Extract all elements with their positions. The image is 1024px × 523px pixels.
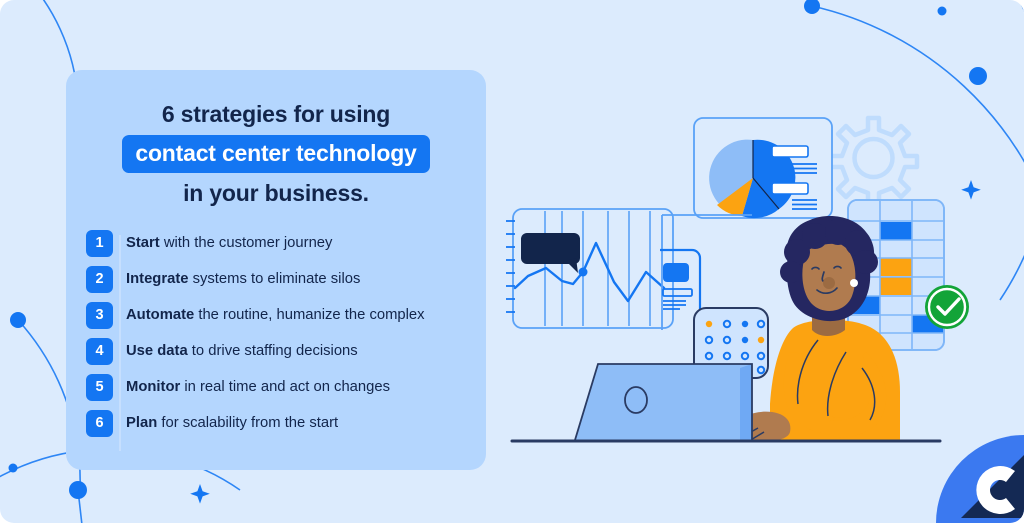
pie-chart-panel: [693, 117, 833, 219]
list-bold-5: Monitor: [126, 379, 181, 395]
page-title: 6 strategies for using contact center te…: [66, 96, 486, 211]
brand-logo-letter: [976, 466, 1015, 514]
list-bold-3: Automate: [126, 307, 195, 323]
list-badge-1: 1: [86, 229, 113, 257]
laptop-logo-icon: [624, 386, 648, 414]
decor-arc-topright: [811, 5, 1024, 163]
decor-line-bottom: [77, 489, 83, 523]
decor-nodes: [8, 0, 987, 499]
list-text-2: Integrate systems to eliminate silos: [126, 270, 360, 288]
line-chart-tooltip: [521, 233, 580, 273]
headline-line-1: 6 strategies for using: [161, 101, 391, 127]
headline-highlight: contact center technology: [122, 135, 430, 173]
illustration-scene: [506, 115, 1024, 523]
dot-matrix-panel: [660, 248, 769, 379]
line-chart-marker: [578, 267, 588, 277]
pie-legend: [771, 145, 817, 210]
list-connector-line: [119, 235, 121, 451]
laptop-edge: [740, 364, 752, 440]
list-bold-2: Integrate: [126, 271, 189, 287]
decor-sparkles: [190, 180, 981, 504]
grid-highlight-cells: [848, 222, 944, 333]
list-rest-1: with the customer journey: [159, 235, 333, 251]
strategy-card: 6 strategies for using contact center te…: [66, 70, 486, 470]
line-chart-axis-ticks: [506, 220, 515, 313]
list-rest-6: for scalability from the start: [157, 415, 339, 431]
gear-icon: [827, 115, 920, 208]
laptop: [574, 363, 753, 441]
list-item: 4 Use data to drive staffing decisions: [86, 333, 486, 369]
line-chart-panel: [506, 208, 752, 330]
list-badge-2: 2: [86, 265, 113, 293]
brand-logo: [936, 435, 1024, 523]
list-badge-4: 4: [86, 337, 113, 365]
list-rest-2: systems to eliminate silos: [188, 271, 361, 287]
list-badge-3: 3: [86, 301, 113, 329]
check-circle-icon: [925, 285, 969, 329]
list-rest-4: to drive staffing decisions: [187, 343, 358, 359]
person-earring: [850, 279, 858, 287]
list-text-1: Start with the customer journey: [126, 234, 332, 252]
list-text-6: Plan for scalability from the start: [126, 414, 338, 432]
list-rest-3: the routine, humanize the complex: [194, 307, 425, 323]
list-badge-6: 6: [86, 409, 113, 437]
headline-line-2: in your business.: [183, 180, 369, 206]
list-item: 5 Monitor in real time and act on change…: [86, 369, 486, 405]
person-sleeve-lines: [796, 339, 876, 421]
list-text-3: Automate the routine, humanize the compl…: [126, 306, 425, 324]
laptop-lid: [575, 364, 752, 440]
person-illustration: [728, 216, 900, 442]
person-cheek: [823, 277, 835, 289]
list-text-4: Use data to drive staffing decisions: [126, 342, 358, 360]
list-rest-5: in real time and act on changes: [180, 379, 391, 395]
list-text-5: Monitor in real time and act on changes: [126, 378, 390, 396]
list-bold-4: Use data: [126, 343, 188, 359]
list-bold-1: Start: [126, 235, 160, 251]
panel-side-card: [661, 214, 752, 330]
list-badge-5: 5: [86, 373, 113, 401]
list-item: 6 Plan for scalability from the start: [86, 405, 486, 441]
person-arm-left: [783, 352, 844, 435]
list-item: 1 Start with the customer journey: [86, 225, 486, 261]
list-item: 2 Integrate systems to eliminate silos: [86, 261, 486, 297]
spreadsheet-panel: [847, 199, 945, 351]
person-face: [802, 241, 856, 311]
dot-panel-connector: [660, 248, 702, 310]
sparkle-icon-bottom: [190, 484, 210, 504]
sparkle-icon-right: [961, 180, 981, 200]
pie-chart-icon: [709, 139, 796, 219]
list-bold-6: Plan: [126, 415, 158, 431]
strategy-list: 1 Start with the customer journey 2 Inte…: [86, 225, 486, 451]
list-item: 3 Automate the routine, humanize the com…: [86, 297, 486, 333]
